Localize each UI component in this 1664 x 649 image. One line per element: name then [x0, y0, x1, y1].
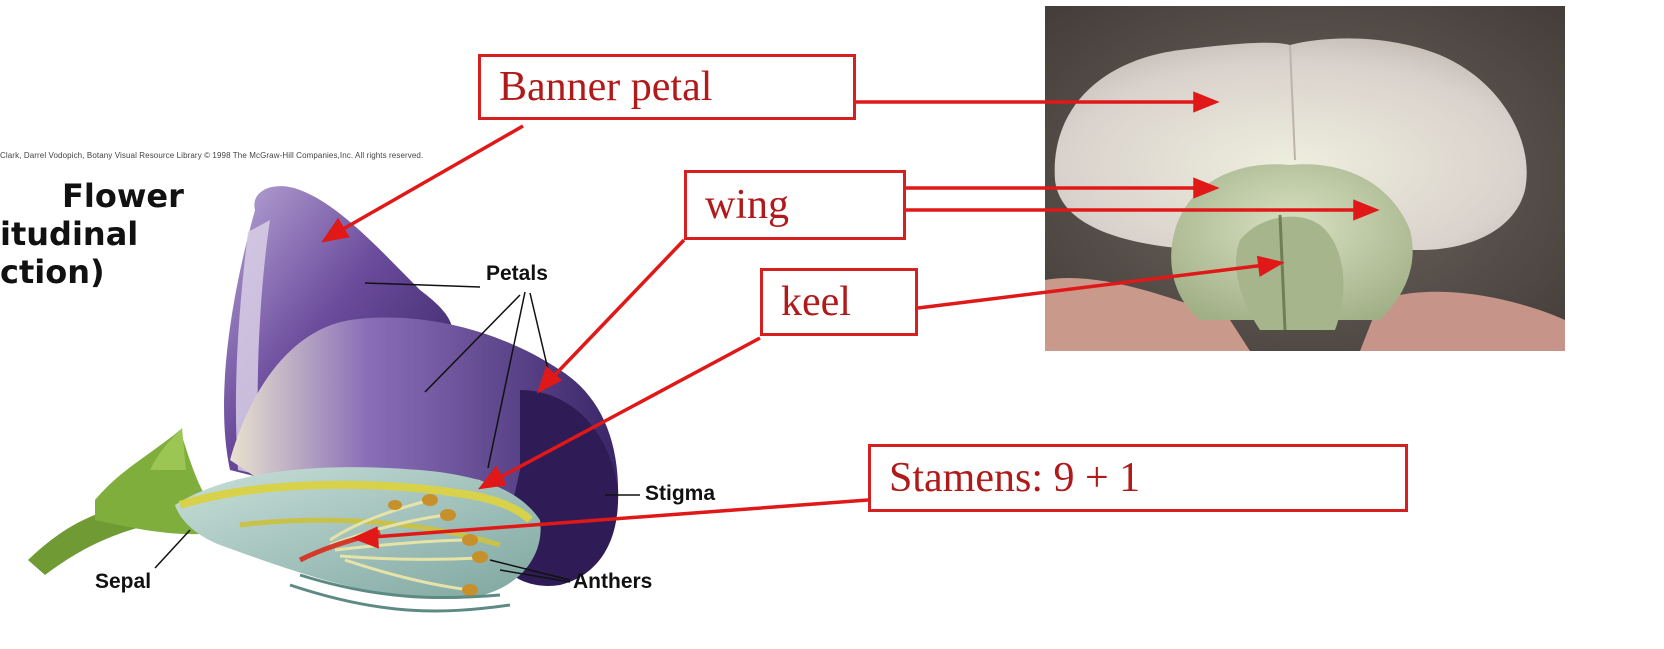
callout-wing: wing — [684, 170, 906, 240]
copyright-credit: Clark, Darrel Vodopich, Botany Visual Re… — [0, 151, 423, 160]
label-sepal: Sepal — [95, 570, 151, 594]
diagram-title-line3: ction) — [0, 254, 105, 290]
label-anthers: Anthers — [573, 570, 652, 594]
photo-keel — [1236, 217, 1343, 330]
callout-stamens: Stamens: 9 + 1 — [868, 444, 1408, 512]
diagram-title-line2: itudinal — [0, 216, 138, 252]
diagram-title-line1: Flower — [62, 178, 184, 214]
label-petals: Petals — [486, 262, 548, 286]
label-stigma: Stigma — [645, 482, 715, 506]
callout-keel: keel — [760, 268, 918, 336]
callout-banner-petal: Banner petal — [478, 54, 856, 120]
